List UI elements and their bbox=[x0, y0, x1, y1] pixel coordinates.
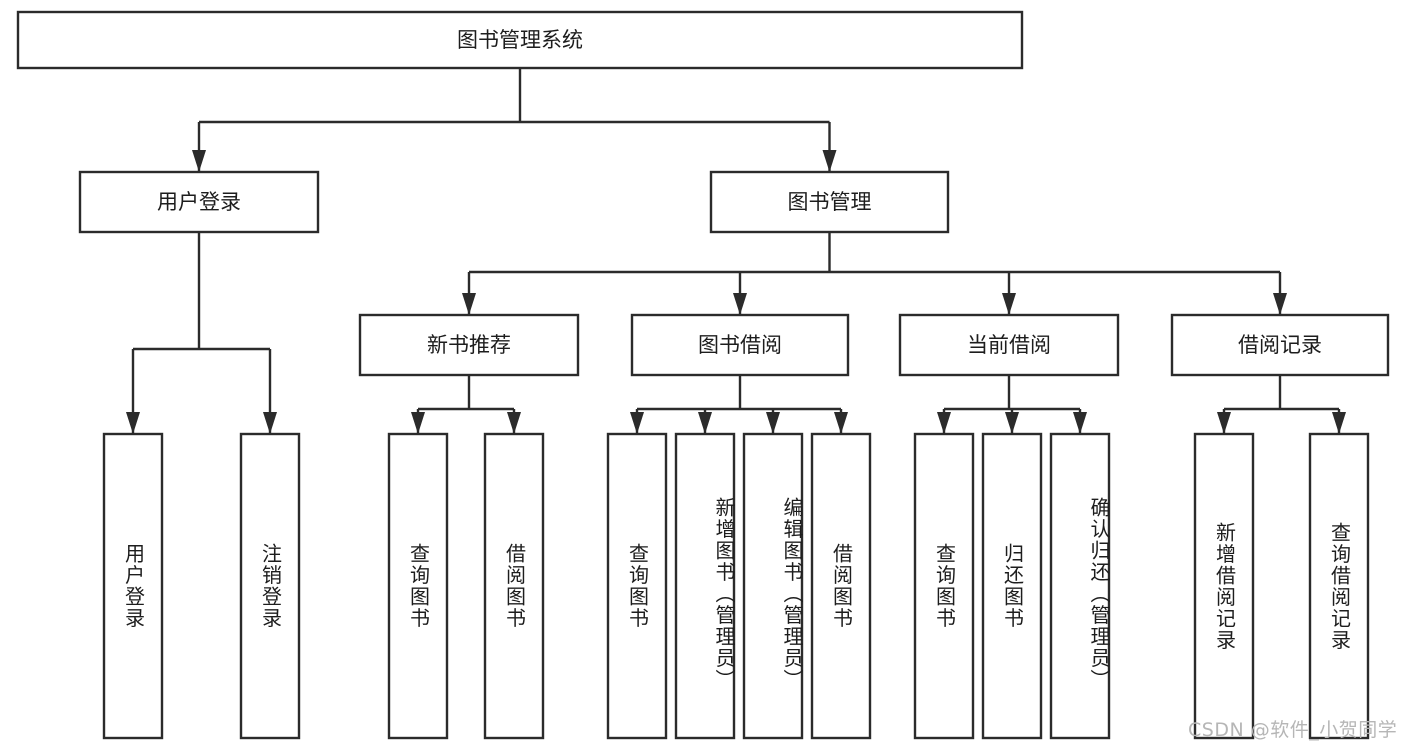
leaf-box-leaf-logout[interactable] bbox=[239, 432, 301, 740]
leaf-box-leaf-query-record[interactable] bbox=[1308, 432, 1370, 740]
arrow-head-icon bbox=[766, 412, 780, 434]
leaf-box-leaf-borrow-book-rec[interactable] bbox=[483, 432, 545, 740]
node-label-book-borrow: 图书借阅 bbox=[698, 333, 782, 357]
node-box-current-borrow[interactable] bbox=[898, 313, 1120, 377]
leaf-box-leaf-return-book[interactable] bbox=[981, 432, 1043, 740]
arrow-head-icon bbox=[126, 412, 140, 434]
leaf-box-leaf-query-book-cur[interactable] bbox=[913, 432, 975, 740]
leaf-box-leaf-edit-book[interactable] bbox=[742, 432, 804, 740]
leaf-box-leaf-add-record[interactable] bbox=[1193, 432, 1255, 740]
arrow-head-icon bbox=[630, 412, 644, 434]
arrow-head-icon bbox=[263, 412, 277, 434]
leaf-box-leaf-confirm-return[interactable] bbox=[1049, 432, 1111, 740]
arrow-head-icon bbox=[507, 412, 521, 434]
arrow-head-icon bbox=[1273, 293, 1287, 315]
arrow-head-icon bbox=[192, 150, 206, 172]
leaf-box-leaf-query-book-rec[interactable] bbox=[387, 432, 449, 740]
node-label-new-book-recommend: 新书推荐 bbox=[427, 333, 511, 357]
arrow-head-icon bbox=[1073, 412, 1087, 434]
arrow-head-icon bbox=[411, 412, 425, 434]
arrow-head-icon bbox=[733, 293, 747, 315]
leaf-box-leaf-query-book-bor[interactable] bbox=[606, 432, 668, 740]
connectors-layer bbox=[126, 68, 1346, 434]
arrow-head-icon bbox=[1002, 293, 1016, 315]
csdn-watermark: CSDN @软件_小贺同学 bbox=[1188, 719, 1398, 741]
arrow-head-icon bbox=[698, 412, 712, 434]
node-box-book-manage[interactable] bbox=[709, 170, 950, 234]
node-label-book-manage: 图书管理 bbox=[788, 190, 872, 214]
arrow-head-icon bbox=[822, 150, 837, 172]
node-label-current-borrow: 当前借阅 bbox=[967, 333, 1051, 357]
node-box-borrow-record[interactable] bbox=[1170, 313, 1390, 377]
boxes-layer bbox=[16, 10, 1390, 740]
leaf-box-leaf-borrow-book-bor[interactable] bbox=[810, 432, 872, 740]
arrow-head-icon bbox=[1005, 412, 1019, 434]
leaf-box-leaf-add-book[interactable] bbox=[674, 432, 736, 740]
node-box-new-book-recommend[interactable] bbox=[358, 313, 580, 377]
arrow-head-icon bbox=[1217, 412, 1231, 434]
arrow-head-icon bbox=[1332, 412, 1346, 434]
node-box-user-login[interactable] bbox=[78, 170, 320, 234]
node-label-borrow-record: 借阅记录 bbox=[1238, 333, 1322, 357]
leaf-box-leaf-user-login[interactable] bbox=[102, 432, 164, 740]
arrow-head-icon bbox=[834, 412, 848, 434]
node-label-user-login: 用户登录 bbox=[157, 190, 241, 214]
arrow-head-icon bbox=[462, 293, 476, 315]
arrow-head-icon bbox=[937, 412, 951, 434]
node-box-root[interactable] bbox=[16, 10, 1024, 70]
node-box-book-borrow[interactable] bbox=[630, 313, 850, 377]
node-label-root: 图书管理系统 bbox=[457, 28, 583, 52]
